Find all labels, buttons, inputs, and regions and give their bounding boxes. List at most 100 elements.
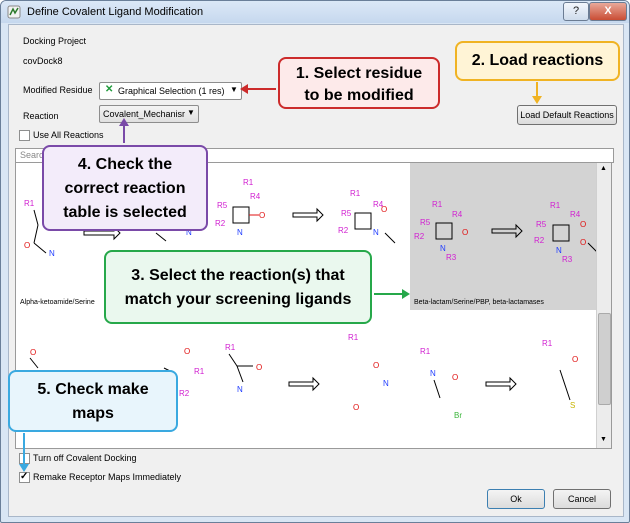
- svg-text:R1: R1: [542, 339, 553, 348]
- ketone-structure: R1 O N R1 O N O: [225, 333, 389, 412]
- svg-text:R4: R4: [373, 200, 384, 209]
- svg-text:O: O: [259, 211, 265, 220]
- svg-text:R5: R5: [420, 218, 431, 227]
- svg-text:R1: R1: [432, 200, 443, 209]
- svg-text:N: N: [440, 244, 446, 253]
- svg-text:O: O: [24, 241, 30, 250]
- svg-text:R2: R2: [534, 236, 545, 245]
- callout-select-residue: 1. Select residue to be modified: [278, 57, 440, 109]
- svg-text:O: O: [184, 347, 190, 356]
- alkyl-bromide-structure: R1 N O Br R1 O S: [420, 339, 578, 420]
- app-icon: [7, 5, 21, 19]
- svg-text:R5: R5: [341, 209, 352, 218]
- beta-lactam-selected-structure: R1 R4 R5 R2 O N R3 R1 R4 R5 R2 O O N: [414, 200, 599, 264]
- load-default-reactions-button[interactable]: Load Default Reactions: [517, 105, 617, 125]
- callout-select-reaction: 3. Select the reaction(s) that match you…: [104, 250, 372, 324]
- svg-text:N: N: [237, 385, 243, 394]
- svg-text:N: N: [383, 379, 389, 388]
- search-placeholder: Search: [20, 150, 49, 160]
- callout-text: 1. Select residue: [295, 65, 423, 82]
- svg-text:N: N: [430, 369, 436, 378]
- docking-project-heading: Docking Project: [23, 36, 87, 46]
- callout-text: 3. Select the reaction(s) that: [131, 267, 345, 284]
- title-bar[interactable]: Define Covalent Ligand Modification ? X: [1, 1, 629, 23]
- svg-text:O: O: [452, 373, 458, 382]
- svg-text:R3: R3: [446, 253, 457, 262]
- svg-text:R1: R1: [550, 201, 561, 210]
- svg-text:N: N: [373, 228, 379, 237]
- svg-text:Br: Br: [454, 411, 462, 420]
- svg-text:R2: R2: [179, 389, 190, 398]
- svg-text:R4: R4: [570, 210, 581, 219]
- close-button[interactable]: X: [589, 2, 627, 21]
- beta-lactam-structure: R5 R4 R1 R2 O N R1 R4 R5 R2 O N: [215, 178, 396, 244]
- scroll-up-icon[interactable]: ▲: [600, 165, 607, 172]
- window-title: Define Covalent Ligand Modification: [27, 6, 204, 18]
- svg-text:R4: R4: [452, 210, 463, 219]
- svg-text:O: O: [256, 363, 262, 372]
- callout-load-reactions: 2. Load reactions: [455, 41, 620, 81]
- modified-residue-dropdown[interactable]: ✕ Graphical Selection (1 res) ▼: [99, 82, 242, 100]
- svg-text:S: S: [570, 401, 575, 410]
- svg-text:R1: R1: [348, 333, 359, 342]
- svg-text:R1: R1: [225, 343, 236, 352]
- svg-text:O: O: [373, 361, 379, 370]
- svg-text:O: O: [381, 205, 387, 214]
- callout-text: 4. Check the: [77, 156, 173, 173]
- callout-text: 5. Check make: [37, 381, 149, 398]
- svg-text:R1: R1: [243, 178, 254, 187]
- svg-text:R2: R2: [414, 232, 425, 241]
- svg-text:N: N: [49, 249, 55, 258]
- svg-text:R4: R4: [250, 192, 261, 201]
- ok-button[interactable]: Ok: [487, 489, 545, 509]
- callout-text: table is selected: [63, 204, 187, 221]
- selection-x-icon: ✕: [105, 84, 114, 95]
- remake-receptor-maps-label: Remake Receptor Maps Immediately: [33, 472, 182, 482]
- reaction-cell-selected[interactable]: R1 R4 R5 R2 O N R3 R1 R4 R5 R2 O O N: [410, 163, 611, 311]
- callout-text: maps: [72, 405, 114, 422]
- reaction-label: Reaction: [23, 111, 59, 121]
- callout-check-reaction-table: 4. Check the correct reaction table is s…: [42, 145, 208, 231]
- reaction-value: Covalent_Mechanisr: [103, 109, 186, 119]
- svg-text:O: O: [462, 228, 468, 237]
- cancel-button[interactable]: Cancel: [553, 489, 611, 509]
- svg-text:R2: R2: [338, 226, 349, 235]
- svg-text:O: O: [353, 403, 359, 412]
- remake-receptor-maps-checkbox[interactable]: ✓: [19, 471, 30, 483]
- svg-text:N: N: [237, 228, 243, 237]
- svg-text:R1: R1: [350, 189, 361, 198]
- svg-text:R1: R1: [420, 347, 431, 356]
- svg-text:R5: R5: [217, 201, 228, 210]
- callout-text: correct reaction: [64, 180, 186, 197]
- reaction-caption: Alpha-ketoamide/Serine: [20, 299, 95, 306]
- callout-text: match your screening ligands: [124, 291, 352, 308]
- svg-text:R1: R1: [194, 367, 205, 376]
- svg-text:O: O: [580, 238, 586, 247]
- chevron-down-icon: ▼: [187, 108, 195, 117]
- svg-text:R2: R2: [215, 219, 226, 228]
- reaction-table-scrollbar[interactable]: ▲ ▼: [596, 163, 611, 448]
- turn-off-covalent-docking-label: Turn off Covalent Docking: [33, 453, 137, 463]
- reaction-caption: Beta-lactam/Serine/PBP, beta-lactamases: [414, 299, 544, 306]
- check-icon: ✓: [20, 471, 29, 482]
- svg-text:O: O: [572, 355, 578, 364]
- svg-text:R3: R3: [562, 255, 573, 264]
- docking-project-name: covDock8: [23, 56, 63, 66]
- modified-residue-value: Graphical Selection (1 res): [118, 86, 225, 96]
- use-all-reactions-checkbox[interactable]: [19, 130, 30, 141]
- use-all-reactions-label: Use All Reactions: [33, 130, 104, 140]
- help-button[interactable]: ?: [563, 2, 589, 21]
- svg-text:R5: R5: [536, 220, 547, 229]
- reaction-cell[interactable]: R1 O N R1 O N O: [213, 310, 411, 448]
- svg-text:R1: R1: [24, 199, 35, 208]
- reaction-cell[interactable]: R1 N O Br R1 O S: [410, 310, 611, 448]
- scroll-down-icon[interactable]: ▼: [600, 436, 607, 443]
- svg-text:O: O: [580, 220, 586, 229]
- svg-text:N: N: [186, 228, 192, 237]
- scroll-thumb[interactable]: [598, 313, 611, 405]
- callout-text: to be modified: [304, 87, 414, 104]
- chevron-down-icon: ▼: [230, 85, 238, 94]
- svg-text:N: N: [556, 246, 562, 255]
- svg-text:O: O: [30, 348, 36, 357]
